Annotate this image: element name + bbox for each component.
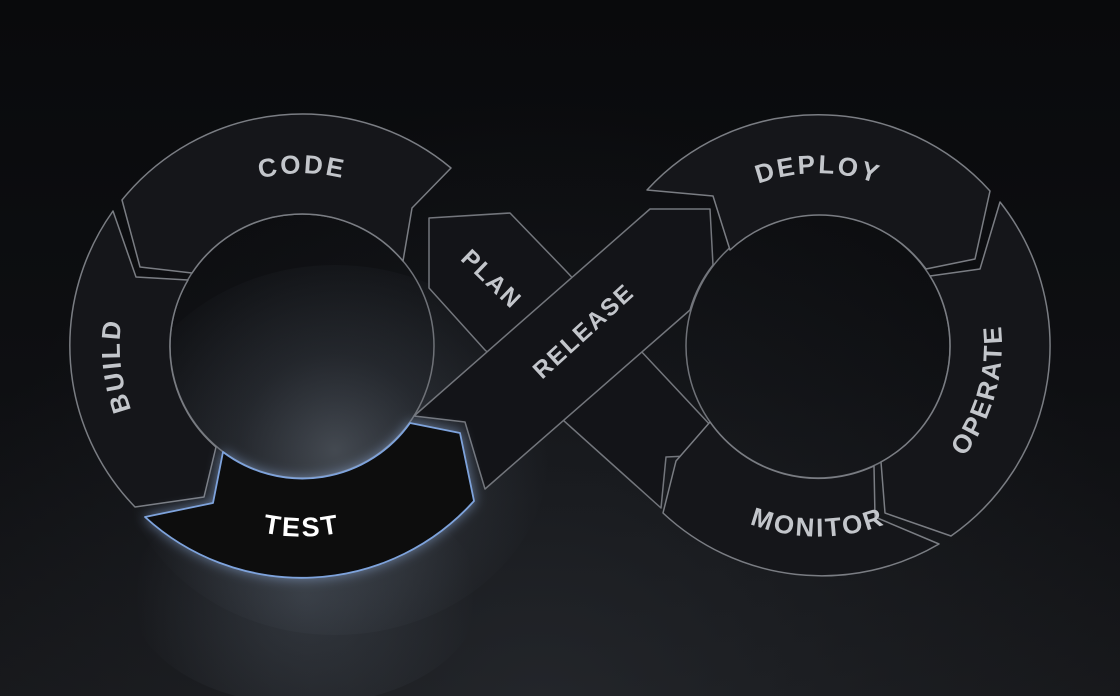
segment-code[interactable]	[121, 113, 452, 274]
segment-release[interactable]	[413, 208, 714, 490]
segment-deploy[interactable]	[646, 114, 991, 270]
segment-operate[interactable]	[880, 201, 1051, 537]
segment-build[interactable]	[69, 210, 217, 508]
label-code: CODE	[255, 149, 348, 184]
label-test: TEST	[262, 509, 343, 543]
segment-test[interactable]	[144, 422, 475, 579]
segment-monitor[interactable]	[662, 421, 940, 577]
